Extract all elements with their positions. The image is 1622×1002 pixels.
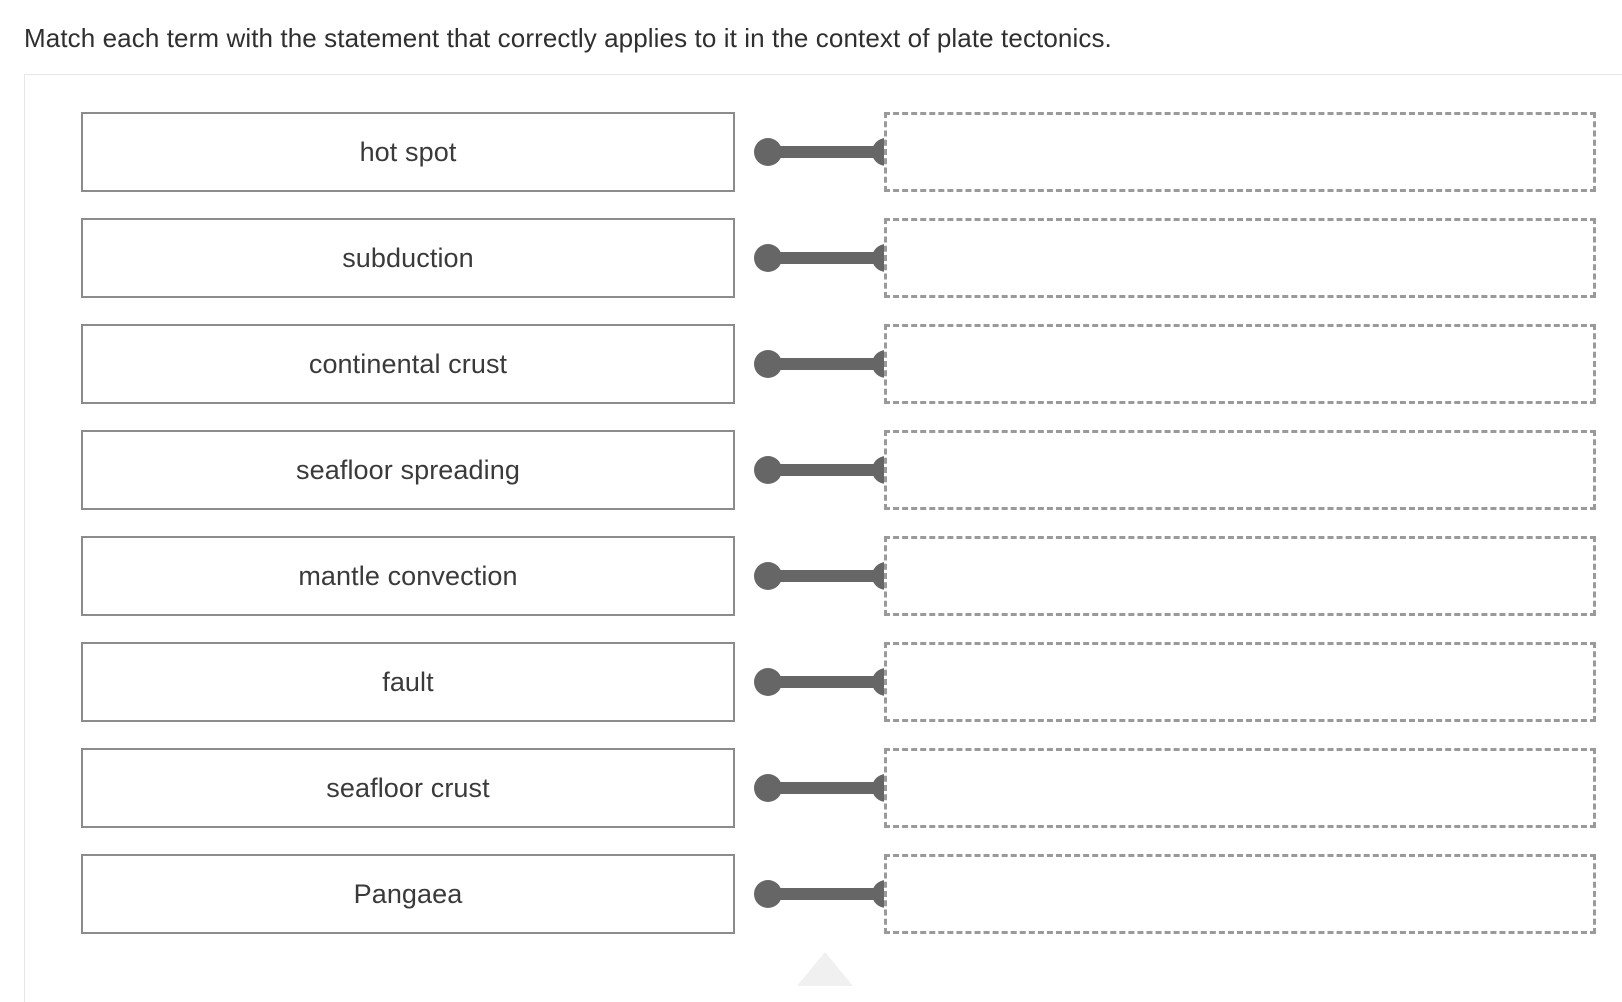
dumbbell-connector-icon-6[interactable] xyxy=(754,774,900,802)
dumbbell-connector-icon-3[interactable] xyxy=(754,456,900,484)
match-row-3: seafloor spreading xyxy=(81,430,1601,510)
term-label-5: fault xyxy=(382,667,434,697)
drop-zone-7[interactable] xyxy=(884,854,1596,934)
term-box-4[interactable]: mantle convection xyxy=(81,536,735,616)
connector-bar xyxy=(764,358,890,370)
triangle-up-icon xyxy=(797,952,853,986)
dumbbell-connector-icon-7[interactable] xyxy=(754,880,900,908)
term-box-0[interactable]: hot spot xyxy=(81,112,735,192)
match-row-5: fault xyxy=(81,642,1601,722)
connector-bar xyxy=(764,570,890,582)
term-label-2: continental crust xyxy=(308,349,508,379)
dumbbell-connector-icon-2[interactable] xyxy=(754,350,900,378)
term-box-2[interactable]: continental crust xyxy=(81,324,735,404)
connector-bar xyxy=(764,676,890,688)
connector-bar xyxy=(764,252,890,264)
match-row-7: Pangaea xyxy=(81,854,1601,934)
connector-bar xyxy=(764,888,890,900)
connector-bar xyxy=(764,146,890,158)
term-label-4: mantle convection xyxy=(298,561,518,591)
connector-bar xyxy=(764,464,890,476)
match-row-6: seafloor crust xyxy=(81,748,1601,828)
match-row-1: subduction xyxy=(81,218,1601,298)
term-box-6[interactable]: seafloor crust xyxy=(81,748,735,828)
term-box-3[interactable]: seafloor spreading xyxy=(81,430,735,510)
connector-bar xyxy=(764,782,890,794)
question-prompt: Match each term with the statement that … xyxy=(24,23,1112,53)
dumbbell-connector-icon-0[interactable] xyxy=(754,138,900,166)
drop-zone-0[interactable] xyxy=(884,112,1596,192)
term-label-7: Pangaea xyxy=(353,879,463,909)
term-label-6: seafloor crust xyxy=(326,773,490,803)
drop-zone-2[interactable] xyxy=(884,324,1596,404)
drop-zone-3[interactable] xyxy=(884,430,1596,510)
dumbbell-connector-icon-1[interactable] xyxy=(754,244,900,272)
term-box-7[interactable]: Pangaea xyxy=(81,854,735,934)
term-label-0: hot spot xyxy=(359,137,457,167)
dumbbell-connector-icon-4[interactable] xyxy=(754,562,900,590)
drop-zone-4[interactable] xyxy=(884,536,1596,616)
term-box-1[interactable]: subduction xyxy=(81,218,735,298)
term-label-1: subduction xyxy=(342,243,474,273)
match-row-0: hot spot xyxy=(81,112,1601,192)
term-box-5[interactable]: fault xyxy=(81,642,735,722)
drop-zone-5[interactable] xyxy=(884,642,1596,722)
term-label-3: seafloor spreading xyxy=(296,455,520,485)
drop-zone-1[interactable] xyxy=(884,218,1596,298)
match-row-2: continental crust xyxy=(81,324,1601,404)
match-row-4: mantle convection xyxy=(81,536,1601,616)
match-rows-list: hot spot subduction continental crust xyxy=(81,112,1601,960)
dumbbell-connector-icon-5[interactable] xyxy=(754,668,900,696)
drop-zone-6[interactable] xyxy=(884,748,1596,828)
matching-question-card: hot spot subduction continental crust xyxy=(24,74,1622,1002)
